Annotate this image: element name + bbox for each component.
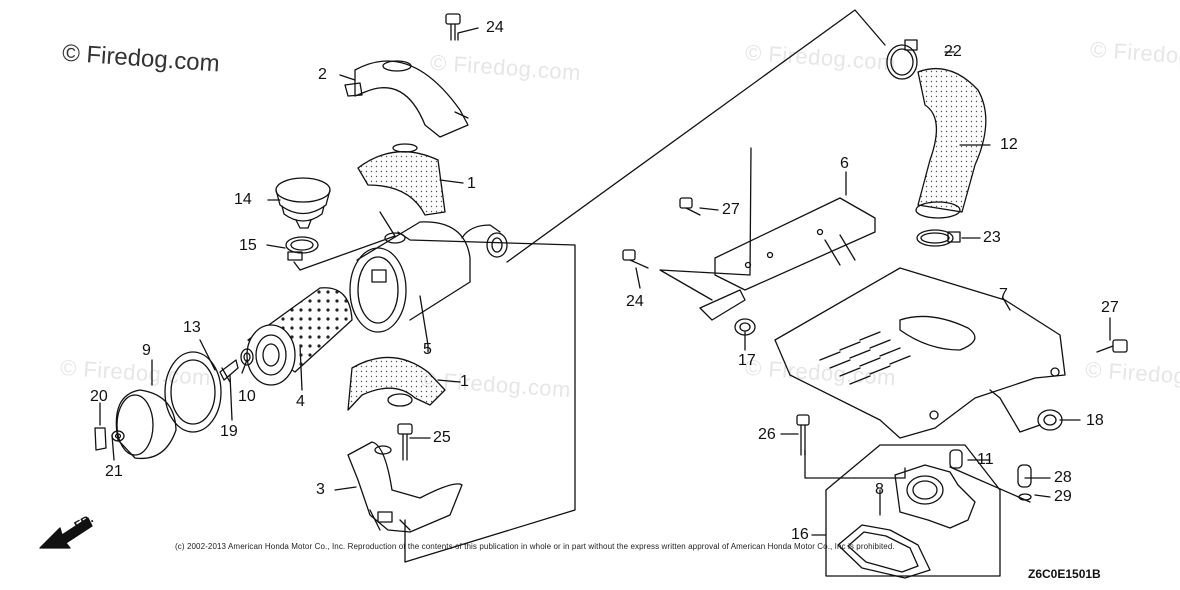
callout-6: 6 bbox=[840, 155, 849, 172]
callout-1b: 1 bbox=[460, 373, 469, 390]
callout-23: 23 bbox=[983, 229, 1001, 246]
callout-3: 3 bbox=[316, 481, 325, 498]
callout-27b: 27 bbox=[1101, 299, 1119, 316]
callout-2: 2 bbox=[318, 66, 327, 83]
callout-16: 16 bbox=[791, 526, 809, 543]
callout-25: 25 bbox=[433, 429, 451, 446]
callout-9: 9 bbox=[142, 342, 151, 359]
callout-5: 5 bbox=[423, 341, 432, 358]
callout-7: 7 bbox=[999, 286, 1008, 303]
callout-28: 28 bbox=[1054, 469, 1072, 486]
callout-21: 21 bbox=[105, 463, 123, 480]
callout-24: 24 bbox=[486, 19, 504, 36]
callout-17: 17 bbox=[738, 352, 756, 369]
callout-1: 1 bbox=[467, 175, 476, 192]
callout-12: 12 bbox=[1000, 136, 1018, 153]
diagram-code: Z6C0E1501B bbox=[1028, 567, 1101, 581]
callout-24b: 24 bbox=[626, 293, 644, 310]
callout-14: 14 bbox=[234, 191, 252, 208]
callout-13: 13 bbox=[183, 319, 201, 336]
callout-10: 10 bbox=[238, 388, 256, 405]
callout-29: 29 bbox=[1054, 488, 1072, 505]
callout-18: 18 bbox=[1086, 412, 1104, 429]
callout-15: 15 bbox=[239, 237, 257, 254]
callout-26: 26 bbox=[758, 426, 776, 443]
callout-8: 8 bbox=[875, 481, 884, 498]
callout-22: 22 bbox=[944, 43, 962, 60]
callout-27: 27 bbox=[722, 201, 740, 218]
callout-4: 4 bbox=[296, 393, 305, 410]
callout-20: 20 bbox=[90, 388, 108, 405]
callout-19: 19 bbox=[220, 423, 238, 440]
callout-11: 11 bbox=[977, 451, 994, 468]
copyright-notice: (c) 2002-2013 American Honda Motor Co., … bbox=[175, 542, 895, 551]
